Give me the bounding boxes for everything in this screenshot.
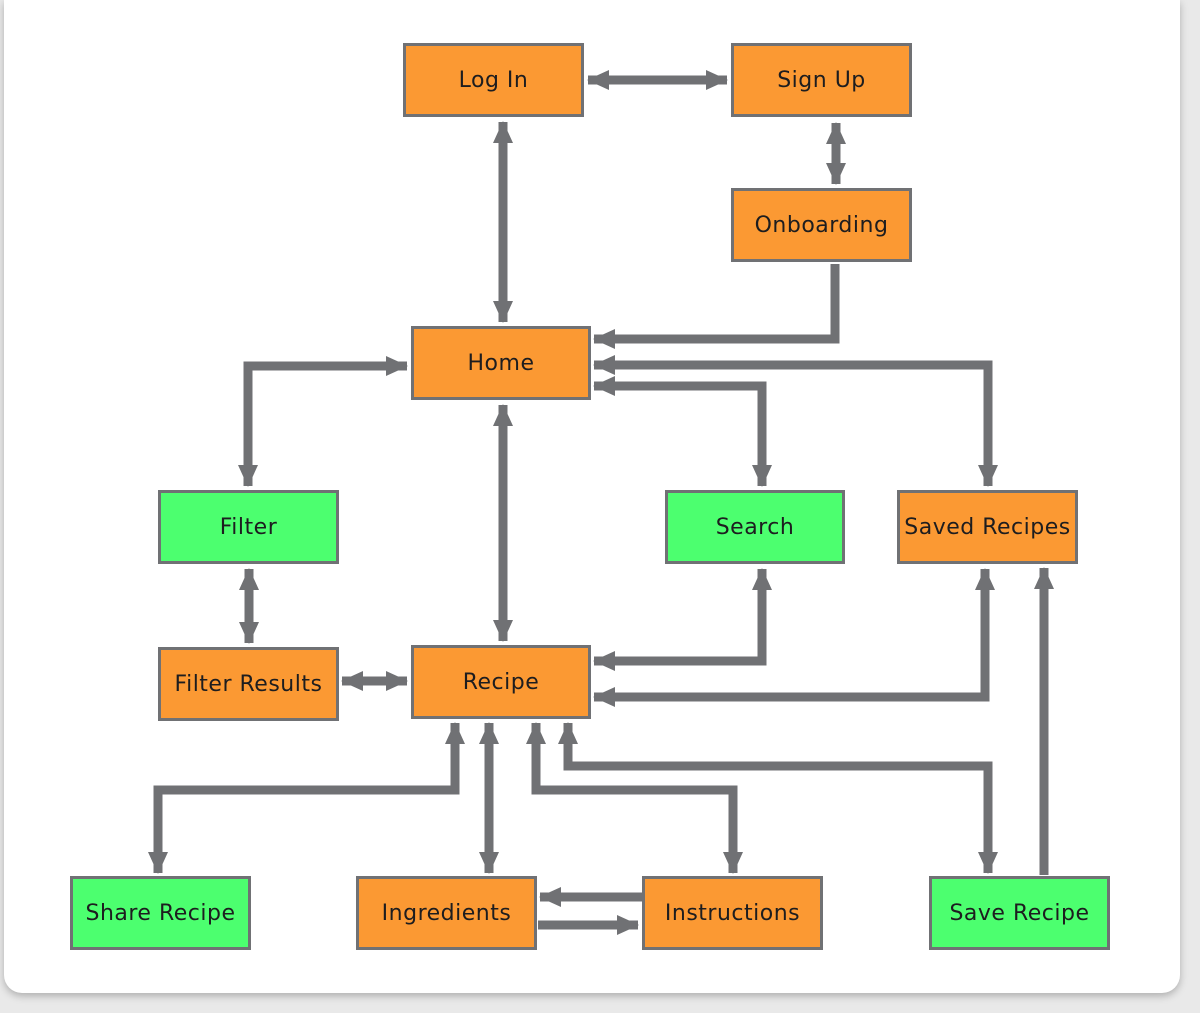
node-label: Home [467, 350, 535, 376]
node-label: Recipe [462, 669, 540, 695]
node-label: Log In [458, 67, 529, 93]
node-label: Ingredients [381, 900, 512, 926]
node-label: Sign Up [777, 67, 866, 93]
node-instructions[interactable]: Instructions [642, 876, 823, 950]
node-share-recipe[interactable]: Share Recipe [70, 876, 251, 950]
node-label: Filter Results [174, 671, 323, 697]
node-saved-recipes[interactable]: Saved Recipes [897, 490, 1078, 564]
node-log-in[interactable]: Log In [403, 43, 584, 117]
node-label: Saved Recipes [904, 514, 1071, 540]
node-search[interactable]: Search [665, 490, 845, 564]
node-onboarding[interactable]: Onboarding [731, 188, 912, 262]
node-sign-up[interactable]: Sign Up [731, 43, 912, 117]
node-label: Instructions [664, 900, 801, 926]
node-label: Search [715, 514, 795, 540]
node-label: Share Recipe [85, 900, 236, 926]
node-recipe[interactable]: Recipe [411, 645, 591, 719]
node-label: Onboarding [754, 212, 889, 238]
node-save-recipe[interactable]: Save Recipe [929, 876, 1110, 950]
node-label: Save Recipe [949, 900, 1090, 926]
node-home[interactable]: Home [411, 326, 591, 400]
node-ingredients[interactable]: Ingredients [356, 876, 537, 950]
node-label: Filter [219, 514, 278, 540]
node-filter-results[interactable]: Filter Results [158, 647, 339, 721]
node-filter[interactable]: Filter [158, 490, 339, 564]
